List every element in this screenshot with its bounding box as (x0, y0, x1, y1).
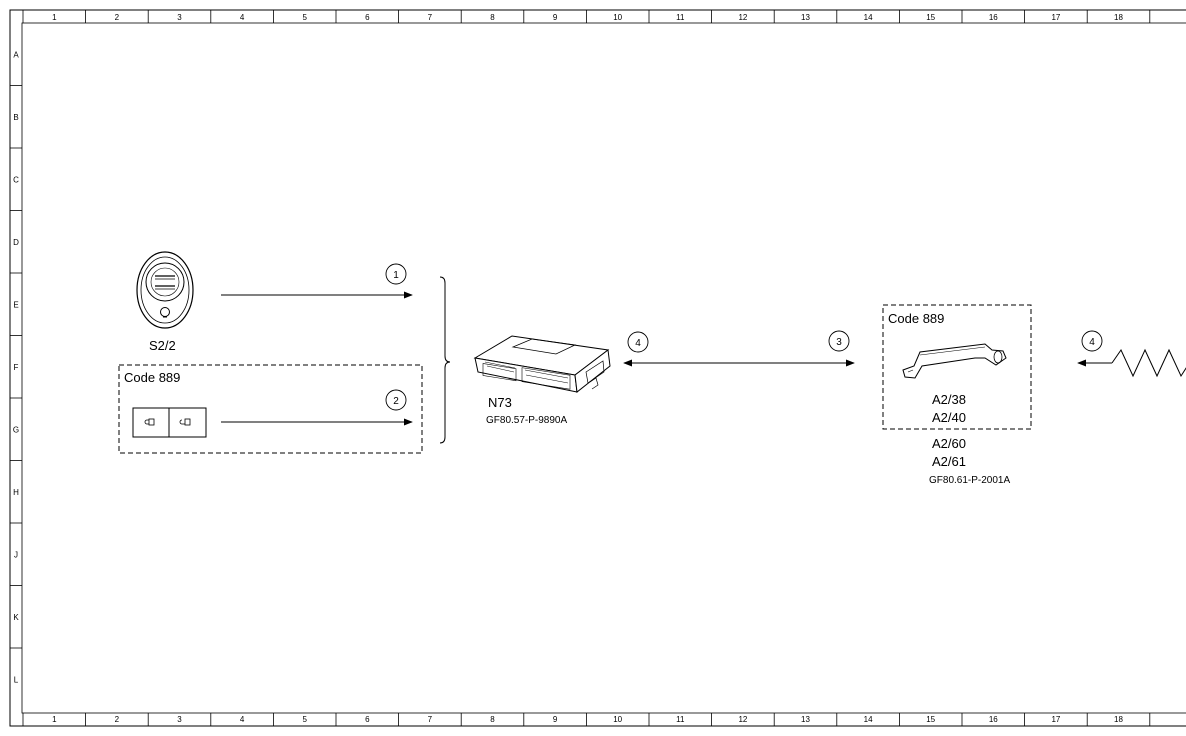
connection-number-4-left: 4 (627, 331, 649, 353)
grid-col-label-top: 16 (989, 13, 998, 22)
antenna-inside-line-2: A2/40 (932, 410, 966, 425)
grid-col-label-top: 5 (302, 13, 307, 22)
control-unit-label: N73 (488, 395, 512, 410)
grid-col-label-bottom: 10 (613, 715, 622, 724)
grid-col-label-bottom: 12 (738, 715, 747, 724)
grid-row-label: K (13, 613, 19, 622)
grid-col-label-top: 10 (613, 13, 622, 22)
svg-text:1: 1 (393, 270, 399, 281)
grid-row-label: D (13, 238, 19, 247)
grid-col-label-bottom: 5 (302, 715, 307, 724)
grid-row-label: C (13, 175, 19, 184)
grid-col-label-bottom: 4 (240, 715, 245, 724)
grid-col-label-bottom: 8 (490, 715, 495, 724)
svg-text:3: 3 (836, 337, 842, 348)
frame-border (9, 9, 1186, 727)
key-label: S2/2 (149, 338, 176, 353)
grid-col-label-bottom: 18 (1114, 715, 1123, 724)
grid-col-label-bottom: 11 (676, 715, 685, 724)
grid-col-label-top: 17 (1051, 13, 1060, 22)
grid-col-label-top: 12 (738, 13, 747, 22)
connection-number-4-right: 4 (1081, 330, 1103, 352)
grid-row-label: B (13, 113, 18, 122)
connection-number-1: 1 (385, 263, 407, 285)
grid-col-label-top: 11 (676, 13, 685, 22)
svg-text:4: 4 (635, 338, 641, 349)
svg-text:4: 4 (1089, 337, 1095, 348)
grid-col-label-bottom: 17 (1051, 715, 1060, 724)
grid-col-label-top: 4 (240, 13, 245, 22)
lock-switch-icon (132, 407, 207, 438)
grid-row-label: G (13, 425, 19, 434)
antenna-inside-line-1: A2/38 (932, 392, 966, 407)
code-box-left-label: Code 889 (124, 370, 180, 385)
code-box-right (882, 304, 1032, 430)
grid-col-label-bottom: 6 (365, 715, 370, 724)
grid-col-label-top: 1 (52, 13, 57, 22)
svg-text:2: 2 (393, 396, 399, 407)
grid-col-label-top: 18 (1114, 13, 1123, 22)
input-brace (439, 276, 451, 444)
grid-row-label: H (13, 488, 19, 497)
connection-number-3: 3 (828, 330, 850, 352)
grid-col-label-top: 14 (864, 13, 873, 22)
grid-col-label-top: 8 (490, 13, 495, 22)
grid-rows-left: A B C D E F G H J K L (10, 50, 22, 684)
grid-col-label-bottom: 3 (177, 715, 182, 724)
grid-col-label-top: 2 (115, 13, 120, 22)
grid-col-label-top: 7 (428, 13, 433, 22)
remote-key-icon (136, 251, 194, 329)
zigzag-wave-icon (1111, 348, 1186, 378)
grid-col-label-top: 15 (926, 13, 935, 22)
antenna-outside-line-1: A2/60 (932, 436, 966, 451)
control-unit-ref: GF80.57-P-9890A (486, 415, 567, 426)
antenna-ref: GF80.61-P-2001A (929, 475, 1010, 486)
grid-col-label-bottom: 7 (428, 715, 433, 724)
grid-row-label: E (13, 300, 18, 309)
grid-col-label-bottom: 2 (115, 715, 120, 724)
grid-col-label-top: 9 (553, 13, 558, 22)
grid-col-label-bottom: 16 (989, 715, 998, 724)
grid-col-label-bottom: 15 (926, 715, 935, 724)
grid-row-label: J (14, 550, 18, 559)
control-unit-icon (473, 335, 611, 393)
grid-col-label-bottom: 13 (801, 715, 810, 724)
grid-row-label: L (14, 675, 19, 684)
grid-col-label-bottom: 14 (864, 715, 873, 724)
door-handle-antenna-icon (902, 343, 1007, 379)
grid-col-label-bottom: 1 (52, 715, 57, 724)
antenna-outside-line-2: A2/61 (932, 454, 966, 469)
grid-row-label: F (14, 363, 19, 372)
grid-col-label-top: 3 (177, 13, 182, 22)
grid-col-label-bottom: 9 (553, 715, 558, 724)
grid-col-label-top: 6 (365, 13, 370, 22)
connection-number-2: 2 (385, 389, 407, 411)
code-box-right-label: Code 889 (888, 311, 944, 326)
code-box-left (118, 364, 423, 454)
drawing-area-border (21, 22, 1186, 714)
grid-row-label: A (13, 50, 19, 59)
grid-col-label-top: 13 (801, 13, 810, 22)
